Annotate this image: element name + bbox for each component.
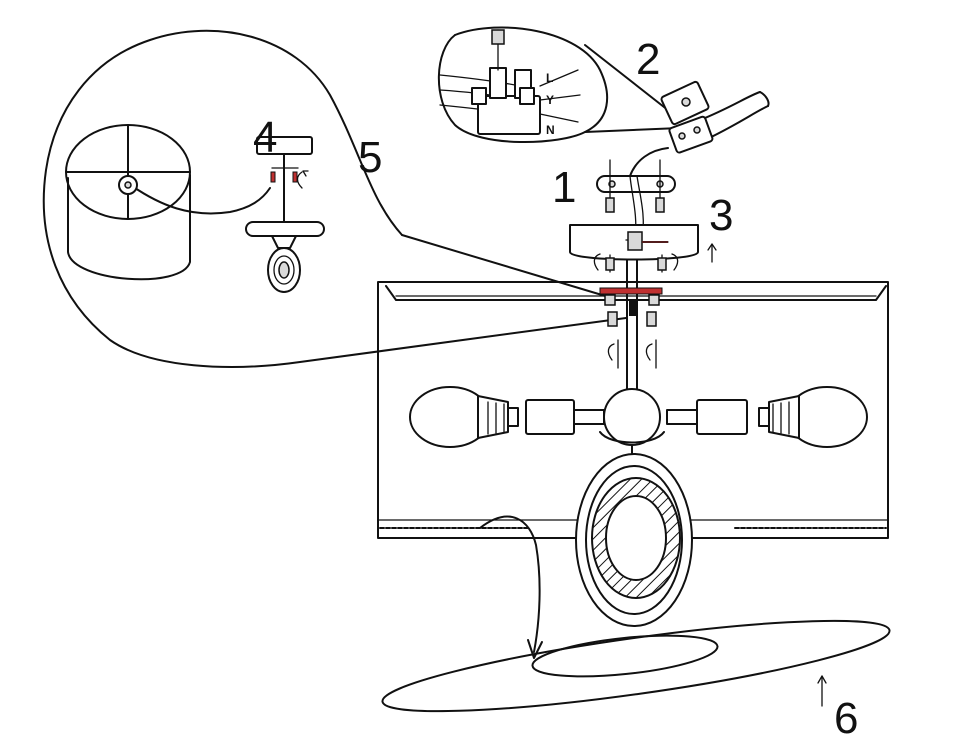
fixture-stem bbox=[599, 259, 663, 401]
wire-label-live: L bbox=[546, 71, 553, 85]
step-label-5: 5 bbox=[358, 133, 382, 182]
shade-drum-detail bbox=[65, 124, 271, 281]
wire-label-neutral: N bbox=[546, 123, 555, 137]
mounting-bracket bbox=[596, 159, 676, 241]
step-label-1: 1 bbox=[552, 163, 576, 212]
detail-bubble-wiring: L Y N bbox=[437, 26, 681, 143]
decorative-ring bbox=[575, 453, 693, 627]
step-label-3: 3 bbox=[709, 191, 733, 240]
step-label-6: 6 bbox=[834, 694, 858, 743]
ceiling-canopy bbox=[569, 224, 717, 273]
wire-label-earth: Y bbox=[546, 93, 554, 107]
detail-bubble-shade-mount bbox=[42, 29, 627, 368]
bulb-right bbox=[758, 386, 868, 448]
step-label-2: 2 bbox=[636, 35, 660, 84]
step-label-4: 4 bbox=[253, 113, 277, 162]
bulb-left bbox=[409, 386, 519, 448]
fixture-detail bbox=[245, 136, 325, 293]
diffuser-plate bbox=[381, 515, 891, 713]
terminal-connector bbox=[629, 80, 770, 177]
lamp-holders bbox=[525, 388, 748, 456]
